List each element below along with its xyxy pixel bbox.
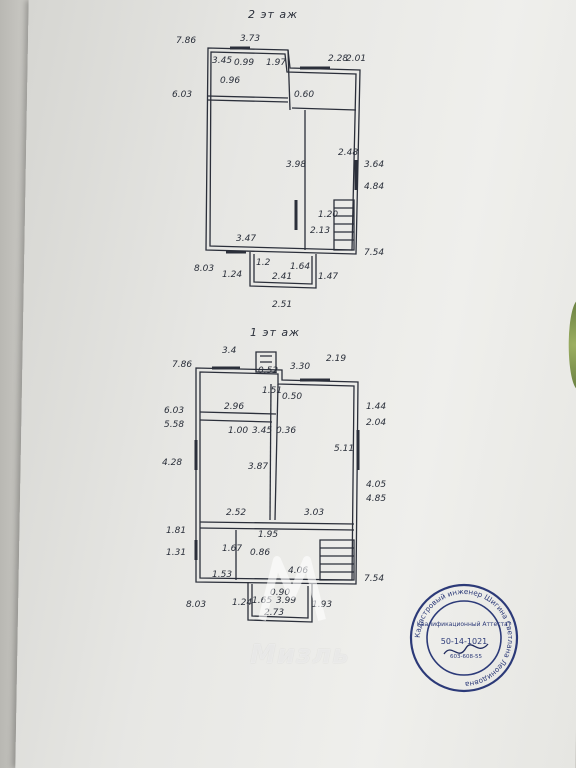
stamp-inner-text: Квалификационный Аттестат — [417, 621, 512, 628]
dim-label: 1.24 — [222, 270, 243, 280]
stamp-phone: 603-608-55 — [450, 654, 482, 660]
dim-label: 4.85 — [366, 494, 387, 504]
dim-label: 7.86 — [172, 360, 193, 370]
watermark-text: Мизль — [250, 640, 350, 670]
dim-label: 1.67 — [222, 544, 243, 554]
dim-label: 4.84 — [364, 182, 385, 192]
dim-label: 3.4 — [222, 346, 237, 356]
dim-label: 1.53 — [212, 570, 233, 580]
dim-label: 3.45 — [252, 426, 273, 436]
dim-label: 7.54 — [364, 248, 385, 258]
floor2-outline — [205, 46, 361, 289]
dim-label: 2.13 — [310, 226, 331, 236]
dim-label: 1.47 — [318, 272, 339, 282]
floor1-outline — [194, 351, 360, 623]
dim-label: 2.01 — [346, 54, 367, 64]
dim-label: 1.31 — [166, 548, 187, 558]
dim-label: 1.81 — [166, 526, 187, 536]
dim-label: 2.19 — [326, 354, 347, 364]
dim-label: 1.95 — [258, 530, 279, 540]
dim-label: 7.86 — [176, 36, 197, 46]
dim-label: 1.97 — [266, 58, 287, 68]
stamp-number: 50-14-1021 — [441, 637, 488, 646]
dim-label: 3.64 — [364, 160, 385, 170]
floor1-title: 1 эт аж — [250, 326, 301, 339]
dim-label: 3.98 — [286, 160, 307, 170]
dim-label: 1.44 — [366, 402, 387, 412]
dim-label: 5.11 — [334, 444, 355, 454]
dim-label: 3.03 — [304, 508, 325, 518]
dim-label: 8.03 — [186, 600, 207, 610]
dim-label: 3.87 — [248, 462, 269, 472]
dim-label: 0.36 — [276, 426, 297, 436]
dim-label: 2.28 — [328, 54, 349, 64]
dim-label: 3.73 — [240, 34, 261, 44]
dim-label: 3.45 — [212, 56, 233, 66]
watermark-logo-icon — [258, 556, 326, 621]
dim-label: 2.96 — [224, 402, 245, 412]
dim-label: 3.47 — [236, 234, 257, 244]
dim-label: 2.51 — [272, 300, 293, 310]
dim-label: 0.86 — [250, 548, 271, 558]
dim-label: 0.90 — [270, 588, 291, 598]
dim-label: 5.58 — [164, 420, 185, 430]
dim-label: 1.2 — [256, 258, 271, 268]
dim-label: 1.24 — [232, 598, 253, 608]
dim-label: 1.65 — [252, 596, 273, 606]
dim-label: 1.00 — [228, 426, 249, 436]
dim-label: 0.52 — [258, 366, 279, 376]
dim-label: 3.99 — [276, 596, 297, 606]
dim-label: 2.48 — [338, 148, 359, 158]
dim-label: 4.28 — [162, 458, 183, 468]
engineer-stamp: Кадастровый инженер Шигина Светлана Леон… — [409, 583, 519, 693]
dim-label: 4.05 — [366, 480, 387, 490]
dim-label: 6.03 — [164, 406, 185, 416]
dim-label: 6.03 — [172, 90, 193, 100]
dim-label: 3.30 — [290, 362, 311, 372]
dim-label: 2.52 — [226, 508, 247, 518]
dim-label: 1.64 — [290, 262, 311, 272]
dim-label: 1.51 — [262, 386, 283, 396]
dim-label: 2.41 — [272, 272, 293, 282]
signature — [443, 643, 489, 655]
dim-label: 2.73 — [264, 608, 285, 618]
dim-label: 7.54 — [364, 574, 385, 584]
dim-label: 1.20 — [318, 210, 339, 220]
dim-label: 0.50 — [282, 392, 303, 402]
floor2-title: 2 эт аж — [248, 8, 299, 21]
dim-label: 8.03 — [194, 264, 215, 274]
dim-label: 0.96 — [220, 76, 241, 86]
dim-label: 0.99 — [234, 58, 255, 68]
dim-label: 2.04 — [366, 418, 387, 428]
dim-label: 0.60 — [294, 90, 315, 100]
